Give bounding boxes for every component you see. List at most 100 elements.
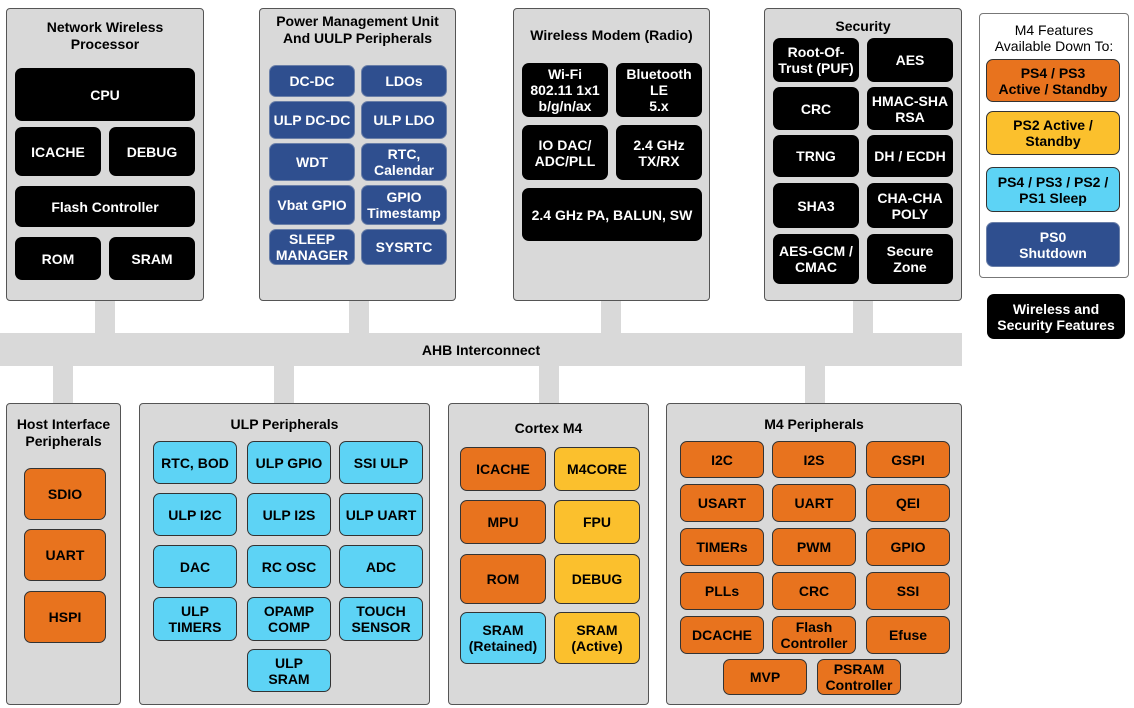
hspi-block: HSPI xyxy=(24,591,106,643)
security-bus-link xyxy=(853,300,873,336)
m4-features-legend: M4 Features Available Down To: PS4 / PS3… xyxy=(979,13,1129,278)
m4-peripherals-panel: M4 Peripherals I2C I2S GSPI USART UART Q… xyxy=(666,403,962,705)
i2s-block: I2S xyxy=(772,441,856,478)
sram-retained-block: SRAM (Retained) xyxy=(460,612,546,664)
fpu-block: FPU xyxy=(554,500,640,544)
sha3-block: SHA3 xyxy=(773,183,859,228)
panel-title: M4 Peripherals xyxy=(764,416,864,432)
legend-ps4-ps1-sleep: PS4 / PS3 / PS2 / PS1 Sleep xyxy=(986,167,1120,212)
flash-controller-block: Flash Controller xyxy=(772,616,856,654)
wifi-block: Wi-Fi 802.11 1x1 b/g/n/ax xyxy=(522,63,608,117)
hmac-sha-rsa-block: HMAC-SHA RSA xyxy=(867,87,953,130)
root-of-trust-block: Root-Of- Trust (PUF) xyxy=(773,38,859,82)
pa-balun-sw-block: 2.4 GHz PA, BALUN, SW xyxy=(522,188,702,241)
dcache-block: DCACHE xyxy=(680,616,764,654)
adc-block: ADC xyxy=(339,545,423,588)
rom-block: ROM xyxy=(15,237,101,280)
legend-ps0-shutdown: PS0 Shutdown xyxy=(986,222,1120,267)
ulp-peripherals-panel: ULP Peripherals RTC, BOD ULP GPIO SSI UL… xyxy=(139,403,430,705)
modem-bus-link xyxy=(601,300,621,336)
panel-title: Power Management Unit And UULP Periphera… xyxy=(276,13,439,46)
cortex-m4-panel: Cortex M4 ICACHE M4CORE MPU FPU ROM DEBU… xyxy=(448,403,649,705)
panel-title: Network Wireless Processor xyxy=(46,19,164,52)
wdt-block: WDT xyxy=(269,143,355,181)
timers-block: TIMERs xyxy=(680,528,764,566)
wireless-modem-panel: Wireless Modem (Radio) Wi-Fi 802.11 1x1 … xyxy=(513,8,710,301)
rtc-bod-block: RTC, BOD xyxy=(153,441,237,484)
sram-block: SRAM xyxy=(109,237,195,280)
debug-block: DEBUG xyxy=(109,127,195,176)
sdio-block: SDIO xyxy=(24,468,106,520)
mpu-block: MPU xyxy=(460,500,546,544)
panel-title: Cortex M4 xyxy=(514,420,583,436)
cortex-bus-link xyxy=(539,364,559,406)
cha-cha-poly-block: CHA-CHA POLY xyxy=(867,183,953,228)
panel-title: ULP Peripherals xyxy=(230,416,339,432)
dac-block: DAC xyxy=(153,545,237,588)
panel-title: Security xyxy=(835,18,891,34)
ulp-timers-block: ULP TIMERS xyxy=(153,597,237,641)
efuse-block: Efuse xyxy=(866,616,950,654)
pwm-block: PWM xyxy=(772,528,856,566)
dh-ecdh-block: DH / ECDH xyxy=(867,135,953,177)
ulp-dc-dc-block: ULP DC-DC xyxy=(269,101,355,139)
ulp-ldo-block: ULP LDO xyxy=(361,101,447,139)
psram-controller-block: PSRAM Controller xyxy=(817,659,901,695)
legend-wireless-security-features: Wireless and Security Features xyxy=(987,294,1125,339)
gpio-timestamp-block: GPIO Timestamp xyxy=(361,185,447,225)
rc-osc-block: RC OSC xyxy=(247,545,331,588)
rtc-calendar-block: RTC, Calendar xyxy=(361,143,447,181)
aes-block: AES xyxy=(867,38,953,82)
security-panel: Security Root-Of- Trust (PUF) AES CRC HM… xyxy=(764,8,962,301)
crc-block: CRC xyxy=(773,87,859,130)
flash-controller-block: Flash Controller xyxy=(15,186,195,227)
dc-dc-block: DC-DC xyxy=(269,65,355,97)
gpio-block: GPIO xyxy=(866,528,950,566)
opamp-comp-block: OPAMP COMP xyxy=(247,597,331,641)
cpu-block: CPU xyxy=(15,68,195,121)
ulp-bus-link xyxy=(274,364,294,406)
m4core-block: M4CORE xyxy=(554,447,640,491)
ahb-interconnect-label: AHB Interconnect xyxy=(421,342,541,358)
network-wireless-processor-panel: Network Wireless Processor CPU ICACHE DE… xyxy=(6,8,204,301)
sysrtc-block: SYSRTC xyxy=(361,229,447,265)
host-bus-link xyxy=(53,364,73,406)
icache-block: ICACHE xyxy=(15,127,101,176)
ssi-ulp-block: SSI ULP xyxy=(339,441,423,484)
m4p-bus-link xyxy=(805,364,825,406)
mvp-block: MVP xyxy=(723,659,807,695)
bluetooth-le-block: Bluetooth LE 5.x xyxy=(616,63,702,117)
uart-block: UART xyxy=(772,484,856,522)
ldos-block: LDOs xyxy=(361,65,447,97)
touch-sensor-block: TOUCH SENSOR xyxy=(339,597,423,641)
plls-block: PLLs xyxy=(680,572,764,610)
secure-zone-block: Secure Zone xyxy=(867,234,953,284)
vbat-gpio-block: Vbat GPIO xyxy=(269,185,355,225)
i2c-block: I2C xyxy=(680,441,764,478)
usart-block: USART xyxy=(680,484,764,522)
aes-gcm-cmac-block: AES-GCM / CMAC xyxy=(773,234,859,284)
panel-title: Wireless Modem (Radio) xyxy=(530,27,693,43)
qei-block: QEI xyxy=(866,484,950,522)
io-dac-adc-pll-block: IO DAC/ ADC/PLL xyxy=(522,125,608,180)
gspi-block: GSPI xyxy=(866,441,950,478)
host-interface-panel: Host Interface Peripherals SDIO UART HSP… xyxy=(6,403,121,705)
tx-rx-block: 2.4 GHz TX/RX xyxy=(616,125,702,180)
legend-ps4-ps3-active-standby: PS4 / PS3 Active / Standby xyxy=(986,59,1120,102)
ulp-sram-block: ULP SRAM xyxy=(247,649,331,692)
power-management-panel: Power Management Unit And UULP Periphera… xyxy=(259,8,456,301)
crc-block: CRC xyxy=(772,572,856,610)
ssi-block: SSI xyxy=(866,572,950,610)
ulp-uart-block: ULP UART xyxy=(339,493,423,536)
ulp-i2s-block: ULP I2S xyxy=(247,493,331,536)
rom-block: ROM xyxy=(460,554,546,604)
icache-block: ICACHE xyxy=(460,447,546,491)
sleep-manager-block: SLEEP MANAGER xyxy=(269,229,355,265)
ulp-i2c-block: ULP I2C xyxy=(153,493,237,536)
legend-ps2-active-standby: PS2 Active / Standby xyxy=(986,111,1120,155)
pmu-bus-link xyxy=(349,300,369,336)
sram-active-block: SRAM (Active) xyxy=(554,612,640,664)
debug-block: DEBUG xyxy=(554,554,640,604)
nwp-bus-link xyxy=(95,300,115,336)
uart-block: UART xyxy=(24,529,106,581)
